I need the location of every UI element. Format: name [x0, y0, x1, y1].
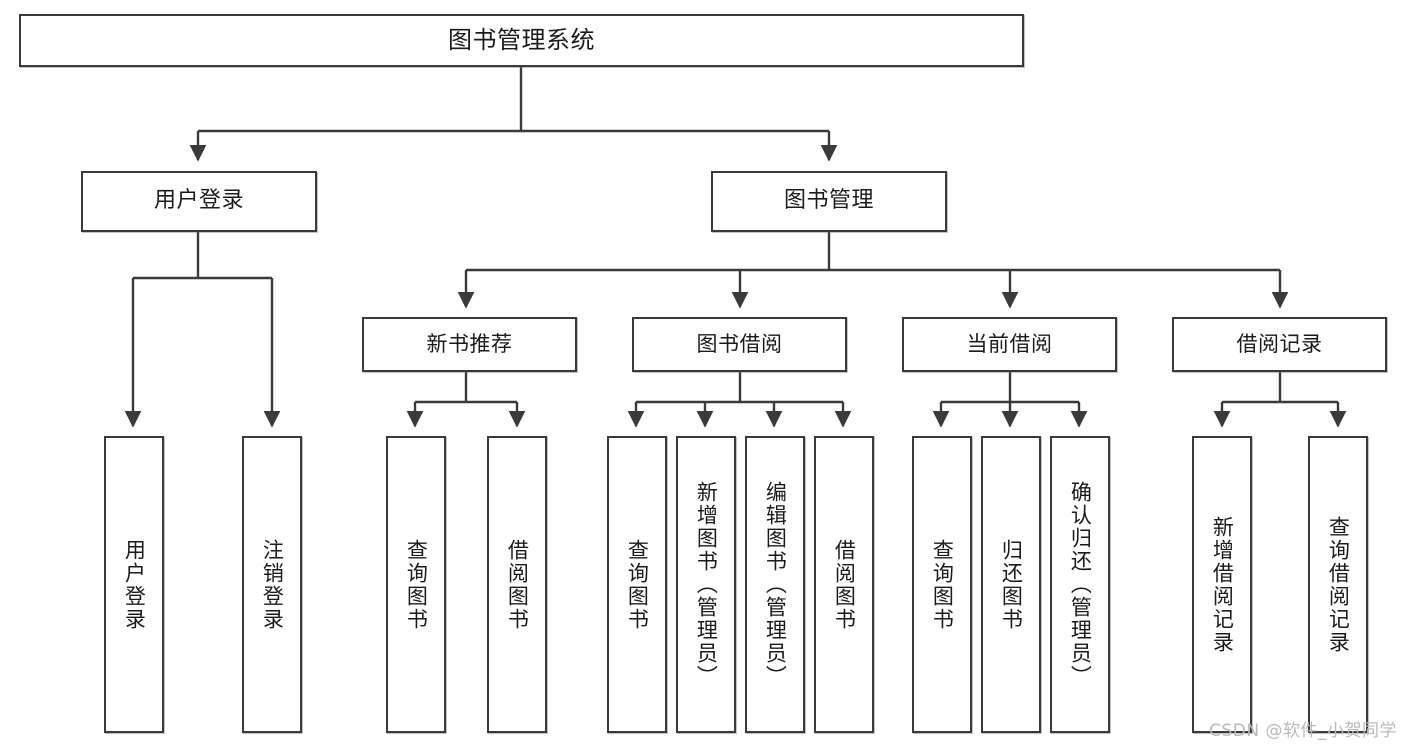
- node-leaf-query-record-label: 查询借阅记录: [1326, 515, 1351, 654]
- node-new-book-recommend[interactable]: 新书推荐: [362, 317, 577, 372]
- node-leaf-query-book-2[interactable]: 查询图书: [607, 436, 667, 733]
- node-new-book-recommend-label: 新书推荐: [426, 331, 513, 356]
- csdn-watermark: CSDN @软件_小贺同学: [1209, 721, 1397, 741]
- node-leaf-borrow-book-2[interactable]: 借阅图书: [814, 436, 874, 733]
- node-leaf-logout-label: 注销登录: [260, 538, 285, 631]
- node-borrow-record-label: 借阅记录: [1236, 331, 1323, 356]
- node-leaf-add-record-label: 新增借阅记录: [1210, 515, 1235, 654]
- node-leaf-confirm-return[interactable]: 确认归还（管理员）: [1050, 436, 1110, 733]
- node-leaf-edit-book-label: 编辑图书（管理员）: [763, 481, 788, 688]
- node-leaf-confirm-return-label: 确认归还（管理员）: [1068, 481, 1093, 688]
- node-leaf-query-book-2-label: 查询图书: [625, 538, 650, 631]
- node-leaf-logout[interactable]: 注销登录: [242, 436, 302, 733]
- node-leaf-borrow-book-2-label: 借阅图书: [832, 538, 857, 631]
- node-leaf-add-book[interactable]: 新增图书（管理员）: [676, 436, 736, 733]
- node-leaf-query-book-3[interactable]: 查询图书: [912, 436, 972, 733]
- node-leaf-query-record[interactable]: 查询借阅记录: [1308, 436, 1368, 733]
- node-root-label: 图书管理系统: [448, 26, 595, 55]
- node-leaf-add-book-label: 新增图书（管理员）: [694, 481, 719, 688]
- node-leaf-borrow-book-1-label: 借阅图书: [505, 538, 530, 631]
- node-root[interactable]: 图书管理系统: [19, 14, 1024, 67]
- node-current-borrow[interactable]: 当前借阅: [902, 317, 1117, 372]
- node-book-borrow-label: 图书借阅: [696, 331, 783, 356]
- node-book-borrow[interactable]: 图书借阅: [632, 317, 847, 372]
- node-leaf-query-book-3-label: 查询图书: [930, 538, 955, 631]
- node-book-manage-label: 图书管理: [783, 188, 874, 214]
- node-leaf-return-book[interactable]: 归还图书: [981, 436, 1041, 733]
- node-leaf-borrow-book-1[interactable]: 借阅图书: [487, 436, 547, 733]
- node-user-login[interactable]: 用户登录: [81, 171, 317, 232]
- node-leaf-user-login[interactable]: 用户登录: [104, 436, 164, 733]
- node-borrow-record[interactable]: 借阅记录: [1172, 317, 1387, 372]
- node-current-borrow-label: 当前借阅: [966, 331, 1053, 356]
- node-leaf-return-book-label: 归还图书: [999, 538, 1024, 631]
- node-leaf-query-book-1-label: 查询图书: [404, 538, 429, 631]
- node-leaf-add-record[interactable]: 新增借阅记录: [1192, 436, 1252, 733]
- node-leaf-query-book-1[interactable]: 查询图书: [386, 436, 446, 733]
- node-user-login-label: 用户登录: [153, 188, 244, 214]
- node-leaf-user-login-label: 用户登录: [122, 538, 147, 631]
- node-book-manage[interactable]: 图书管理: [711, 171, 947, 232]
- node-leaf-edit-book[interactable]: 编辑图书（管理员）: [745, 436, 805, 733]
